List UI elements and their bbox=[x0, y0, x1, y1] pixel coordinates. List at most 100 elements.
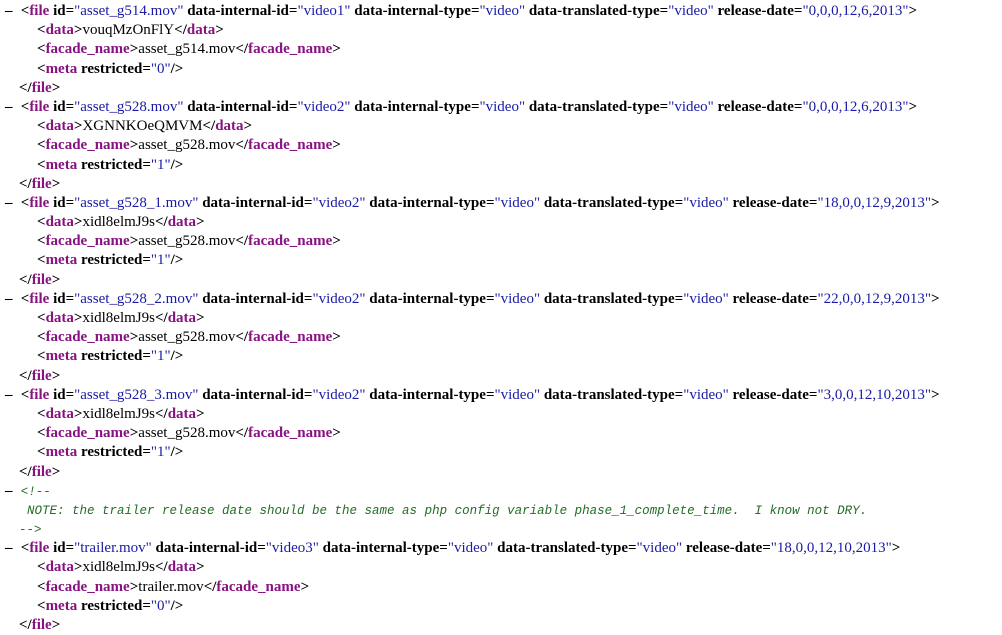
attr-internal-id-value: video2 bbox=[318, 290, 360, 307]
attr-release-date-value: 0,0,0,12,6,2013 bbox=[808, 3, 903, 19]
file-node: – <file id="asset_g528.mov" data-interna… bbox=[5, 98, 1002, 194]
restricted-value: 1 bbox=[157, 156, 165, 173]
tag-name: file bbox=[29, 386, 50, 403]
restricted-value: 1 bbox=[157, 252, 165, 269]
data-value: XGNNKOeQMVM bbox=[82, 118, 203, 135]
attr-internal-type-value: video bbox=[500, 290, 534, 307]
data-value: vouqMzOnFlY bbox=[82, 22, 175, 39]
file-node: – <file id="asset_g528_3.mov" data-inter… bbox=[5, 386, 1002, 482]
comment-text: NOTE: the trailer release date should be… bbox=[27, 503, 868, 518]
facade-name-element: <facade_name>asset_g528.mov</facade_name… bbox=[37, 137, 341, 154]
tag-name: file bbox=[29, 540, 50, 557]
attr-release-date-value: 3,0,0,12,10,2013 bbox=[823, 386, 925, 403]
tag-name: file bbox=[29, 290, 50, 307]
facade-name-value: asset_g514.mov bbox=[138, 41, 236, 58]
file-close-tag: </file> bbox=[19, 617, 61, 633]
attr-internal-type-value: video bbox=[500, 386, 534, 403]
attr-id-value: asset_g528.mov bbox=[80, 98, 178, 115]
facade-name-value: asset_g528.mov bbox=[138, 425, 236, 442]
data-element: <data>XGNNKOeQMVM</data> bbox=[37, 118, 253, 135]
attr-internal-id-value: video2 bbox=[318, 194, 360, 211]
meta-element: <meta restricted="1"/> bbox=[37, 252, 184, 269]
restricted-value: 1 bbox=[157, 444, 165, 461]
facade-name-value: asset_g528.mov bbox=[138, 329, 236, 346]
collapse-toggle[interactable]: – bbox=[5, 482, 13, 499]
attr-translated-type-value: video bbox=[689, 290, 723, 307]
attr-internal-type-value: video bbox=[485, 3, 519, 19]
attr-release-date-value: 0,0,0,12,6,2013 bbox=[808, 98, 903, 115]
file-open-tag: – <file id="asset_g514.mov" data-interna… bbox=[5, 2, 1002, 21]
comment-open-marker: <!-- bbox=[20, 484, 51, 499]
file-open-tag: – <file id="asset_g528_3.mov" data-inter… bbox=[5, 386, 1002, 405]
file-close-tag: </file> bbox=[19, 175, 61, 192]
attr-internal-id-value: video2 bbox=[318, 386, 360, 403]
attr-internal-id-value: video3 bbox=[271, 540, 313, 557]
attr-release-date-value: 22,0,0,12,9,2013 bbox=[823, 290, 925, 307]
facade-name-element: <facade_name>asset_g528.mov</facade_name… bbox=[37, 425, 341, 442]
attr-translated-type-value: video bbox=[689, 386, 723, 403]
attr-release-date-value: 18,0,0,12,9,2013 bbox=[823, 194, 925, 211]
file-close-tag: </file> bbox=[19, 463, 61, 480]
collapse-toggle[interactable]: – bbox=[5, 98, 13, 115]
file-close-tag: </file> bbox=[19, 271, 61, 288]
data-element: <data>xidl8elmJ9s</data> bbox=[37, 310, 205, 326]
tag-name: file bbox=[29, 194, 50, 211]
attr-release-date-value: 18,0,0,12,10,2013 bbox=[776, 540, 886, 557]
attr-id-value: asset_g528_3.mov bbox=[80, 386, 193, 403]
meta-element: <meta restricted="1"/> bbox=[37, 156, 184, 173]
data-element: <data>vouqMzOnFlY</data> bbox=[37, 22, 224, 39]
file-node: – <file id="asset_g528_1.mov" data-inter… bbox=[5, 194, 1002, 290]
data-value: xidl8elmJ9s bbox=[82, 559, 155, 576]
comment-close-marker: --> bbox=[19, 523, 42, 538]
facade-name-element: <facade_name>asset_g528.mov</facade_name… bbox=[37, 329, 341, 346]
facade-name-value: asset_g528.mov bbox=[138, 233, 236, 250]
file-open-tag: – <file id="asset_g528_1.mov" data-inter… bbox=[5, 194, 1002, 213]
data-element: <data>xidl8elmJ9s</data> bbox=[37, 405, 205, 422]
collapse-toggle[interactable]: – bbox=[5, 3, 13, 19]
data-value: xidl8elmJ9s bbox=[82, 405, 155, 422]
comment-text-line: NOTE: the trailer release date should be… bbox=[5, 501, 1002, 520]
collapse-toggle[interactable]: – bbox=[5, 386, 13, 403]
comment-node: – <!-- NOTE: the trailer release date sh… bbox=[5, 482, 1002, 540]
facade-name-element: <facade_name>trailer.mov</facade_name> bbox=[37, 578, 310, 595]
collapse-toggle[interactable]: – bbox=[5, 540, 13, 557]
trailer-file-node: – <file id="trailer.mov" data-internal-i… bbox=[5, 539, 1002, 635]
data-value: xidl8elmJ9s bbox=[82, 310, 155, 326]
attr-internal-type-value: video bbox=[485, 98, 519, 115]
file-open-tag: – <file id="trailer.mov" data-internal-i… bbox=[5, 539, 1002, 558]
attr-internal-type-value: video bbox=[500, 194, 534, 211]
attr-internal-type-value: video bbox=[453, 540, 488, 557]
data-value: xidl8elmJ9s bbox=[82, 214, 155, 231]
comment-close: --> bbox=[5, 520, 1002, 539]
attr-id-value: trailer.mov bbox=[80, 540, 146, 557]
file-open-tag: – <file id="asset_g528.mov" data-interna… bbox=[5, 98, 1002, 117]
attr-translated-type-value: video bbox=[674, 98, 708, 115]
attr-translated-type-value: video bbox=[642, 540, 676, 557]
file-close-tag: </file> bbox=[19, 79, 61, 96]
meta-element: <meta restricted="1"/> bbox=[37, 444, 184, 461]
data-element: <data>xidl8elmJ9s</data> bbox=[37, 214, 205, 231]
attr-id-value: asset_g528_2.mov bbox=[80, 290, 193, 307]
attr-internal-id-value: video2 bbox=[303, 98, 345, 115]
tag-name: file bbox=[29, 3, 50, 19]
restricted-value: 1 bbox=[157, 348, 165, 365]
tag-name: file bbox=[29, 98, 50, 115]
restricted-value: 0 bbox=[157, 597, 165, 614]
meta-element: <meta restricted="0"/> bbox=[37, 60, 184, 77]
attr-translated-type-value: video bbox=[689, 194, 723, 211]
file-open-tag: – <file id="asset_g528_2.mov" data-inter… bbox=[5, 290, 1002, 309]
file-close-tag: </file> bbox=[19, 367, 61, 384]
comment-open: – <!-- bbox=[5, 482, 1002, 501]
facade-name-element: <facade_name>asset_g514.mov</facade_name… bbox=[37, 41, 341, 58]
meta-element: <meta restricted="1"/> bbox=[37, 348, 184, 365]
file-node: – <file id="asset_g514.mov" data-interna… bbox=[5, 2, 1002, 98]
collapse-toggle[interactable]: – bbox=[5, 290, 13, 307]
attr-translated-type-value: video bbox=[674, 3, 708, 19]
facade-name-value: asset_g528.mov bbox=[138, 137, 236, 154]
facade-name-value: trailer.mov bbox=[138, 578, 204, 595]
meta-element: <meta restricted="0"/> bbox=[37, 597, 184, 614]
file-node: – <file id="asset_g528_2.mov" data-inter… bbox=[5, 290, 1002, 386]
collapse-toggle[interactable]: – bbox=[5, 194, 13, 211]
restricted-value: 0 bbox=[157, 60, 165, 77]
